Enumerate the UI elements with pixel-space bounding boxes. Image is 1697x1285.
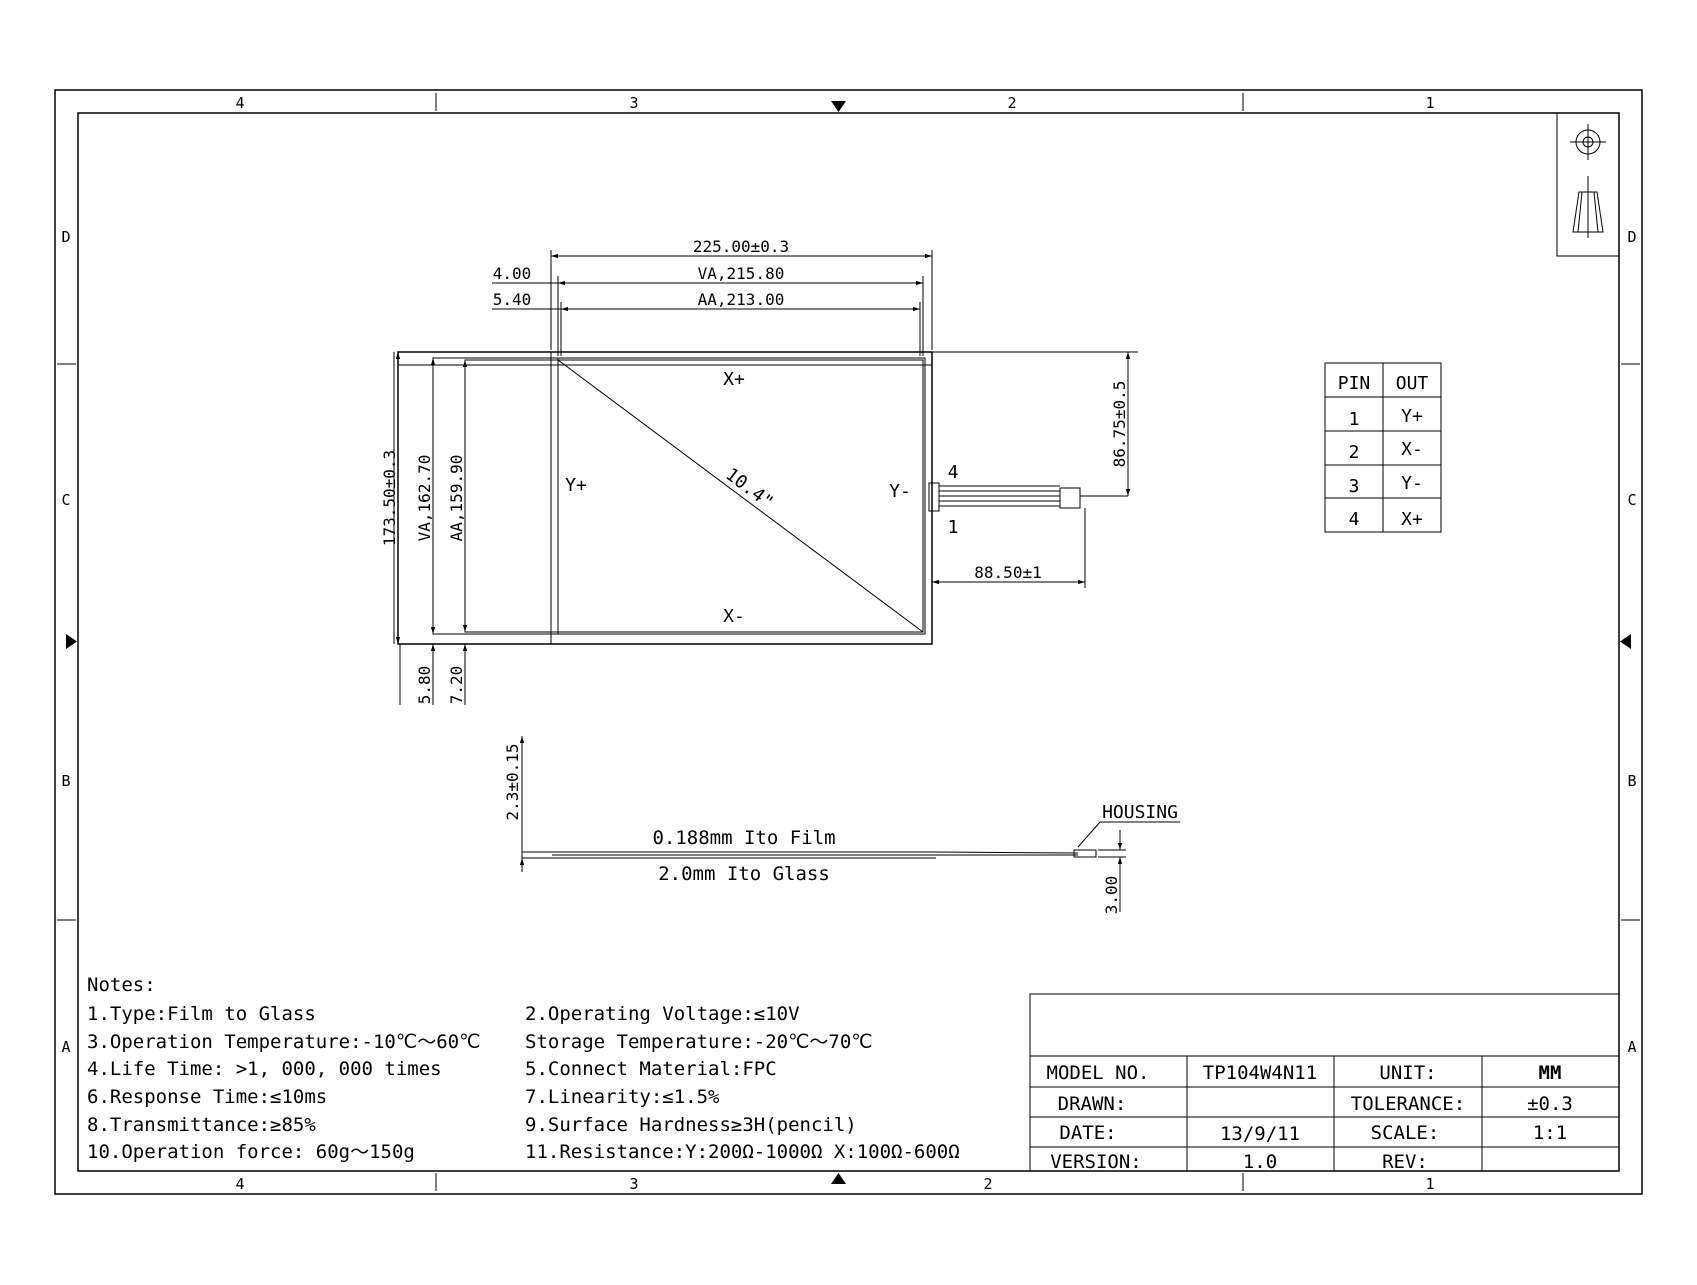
unit-label: UNIT:: [1379, 1062, 1436, 1084]
row-label: A: [1627, 1038, 1636, 1056]
model-value: TP104W4N11: [1203, 1062, 1317, 1084]
dim-tail-length: 88.50±1: [974, 563, 1041, 582]
label-x-plus: X+: [723, 369, 745, 390]
scale-label: SCALE:: [1371, 1122, 1440, 1144]
out-cell: X+: [1401, 509, 1423, 530]
version-value: 1.0: [1243, 1151, 1277, 1173]
centering-marks: [66, 101, 1631, 1184]
dim-aa-width: AA,213.00: [698, 290, 785, 309]
dim-bottom-offset-va: 5.80: [415, 666, 434, 705]
dim-thickness: 2.3±0.15: [503, 743, 522, 820]
pin-cell: 4: [1349, 509, 1360, 530]
pin-cell: 2: [1349, 442, 1360, 463]
side-view-texts: 2.3±0.15 0.188mm Ito Film 2.0mm Ito Glas…: [503, 743, 1178, 914]
label-y-plus: Y+: [565, 475, 587, 496]
notes-title: Notes:: [87, 974, 156, 996]
diagonal-size: 10.4": [721, 464, 777, 513]
glass-label: 2.0mm Ito Glass: [658, 863, 830, 885]
dimension-texts: 225.00±0.3 VA,215.80 AA,213.00 4.00 5.40…: [380, 237, 1129, 704]
electrode-labels: X+ X- Y+ Y- 10.4" 4 1: [565, 369, 958, 627]
dim-aa-height: AA,159.90: [447, 455, 466, 542]
col-label: 1: [1425, 1175, 1434, 1193]
col-label: 3: [629, 94, 638, 112]
dim-tail-position: 86.75±0.5: [1110, 381, 1129, 468]
note-item: 3.Operation Temperature:-10℃～60℃: [87, 1031, 480, 1053]
dim-housing: 3.00: [1102, 876, 1121, 915]
note-item: 1.Type:Film to Glass: [87, 1003, 316, 1025]
note-item: 10.Operation force: 60g～150g: [87, 1141, 415, 1163]
note-item: Storage Temperature:-20℃～70℃: [525, 1031, 873, 1053]
col-label: 3: [629, 1175, 638, 1193]
cone-icon: [1572, 191, 1604, 233]
note-item: 7.Linearity:≤1.5%: [525, 1086, 720, 1108]
date-label: DATE:: [1059, 1122, 1116, 1144]
fpc-tail: [928, 482, 1128, 512]
col-label: 1: [1425, 94, 1434, 112]
label-x-minus: X-: [723, 606, 745, 627]
note-item: 8.Transmittance:≥85%: [87, 1114, 316, 1136]
row-label: B: [61, 772, 70, 790]
projection-symbol: [1556, 112, 1620, 257]
dim-overall-width: 225.00±0.3: [693, 237, 789, 256]
pin-mark-top: 4: [948, 462, 959, 483]
tolerance-value: ±0.3: [1527, 1093, 1573, 1115]
row-label: D: [61, 228, 70, 246]
side-view: [519, 736, 1180, 912]
pin-header: PIN: [1338, 373, 1371, 394]
dim-bottom-offset-aa: 7.20: [447, 666, 466, 705]
notes: Notes: 1.Type:Film to Glass 3.Operation …: [87, 974, 960, 1163]
film-label: 0.188mm Ito Film: [652, 827, 835, 849]
dim-va-height: VA,162.70: [415, 455, 434, 542]
title-block: MODEL NO. TP104W4N11 UNIT: MM DRAWN: TOL…: [1029, 993, 1620, 1173]
panel-outline: [397, 351, 933, 645]
note-item: 9.Surface Hardness≥3H(pencil): [525, 1114, 857, 1136]
col-label: 4: [235, 94, 244, 112]
dimension-lines: [393, 250, 1138, 705]
note-item: 11.Resistance:Y:200Ω-1000Ω X:100Ω-600Ω: [525, 1141, 960, 1163]
out-cell: Y+: [1401, 406, 1423, 427]
pin-cell: 1: [1349, 409, 1360, 430]
out-cell: Y-: [1401, 473, 1423, 494]
tolerance-label: TOLERANCE:: [1351, 1093, 1465, 1115]
version-label: VERSION:: [1050, 1151, 1142, 1173]
drawn-label: DRAWN:: [1058, 1093, 1127, 1115]
dim-left-offset-aa: 5.40: [493, 290, 532, 309]
dim-left-offset-va: 4.00: [493, 264, 532, 283]
diagonal-line: [557, 359, 924, 633]
row-label: A: [61, 1038, 70, 1056]
note-item: 4.Life Time: >1, 000, 000 times: [87, 1058, 442, 1080]
col-label: 2: [983, 1175, 992, 1193]
drawing-frame: [54, 89, 1643, 1195]
scale-value: 1:1: [1533, 1122, 1567, 1144]
row-label: D: [1627, 228, 1636, 246]
note-item: 5.Connect Material:FPC: [525, 1058, 777, 1080]
model-label: MODEL NO.: [1047, 1062, 1150, 1084]
label-y-minus: Y-: [889, 481, 911, 502]
dim-overall-height: 173.50±0.3: [380, 450, 399, 546]
row-label: C: [61, 491, 70, 509]
rev-label: REV:: [1382, 1151, 1428, 1173]
housing-label: HOUSING: [1102, 802, 1178, 823]
row-label: B: [1627, 772, 1636, 790]
col-label: 4: [235, 1175, 244, 1193]
row-label: C: [1627, 491, 1636, 509]
note-item: 6.Response Time:≤10ms: [87, 1086, 327, 1108]
grid-labels: 4 3 2 1 4 3 2 1 D C B A D C B A: [61, 94, 1636, 1193]
col-label: 2: [1007, 94, 1016, 112]
active-area: [432, 357, 926, 635]
dim-va-width: VA,215.80: [698, 264, 785, 283]
date-value: 13/9/11: [1220, 1123, 1300, 1145]
unit-value: MM: [1539, 1062, 1562, 1084]
note-item: 2.Operating Voltage:≤10V: [525, 1003, 800, 1025]
pin-mark-bottom: 1: [948, 517, 959, 538]
pin-cell: 3: [1349, 476, 1360, 497]
out-cell: X-: [1401, 439, 1423, 460]
housing: [1073, 849, 1097, 858]
pin-table: PIN OUT 1 Y+ 2 X- 3 Y- 4 X+: [1324, 362, 1442, 533]
out-header: OUT: [1396, 373, 1429, 394]
